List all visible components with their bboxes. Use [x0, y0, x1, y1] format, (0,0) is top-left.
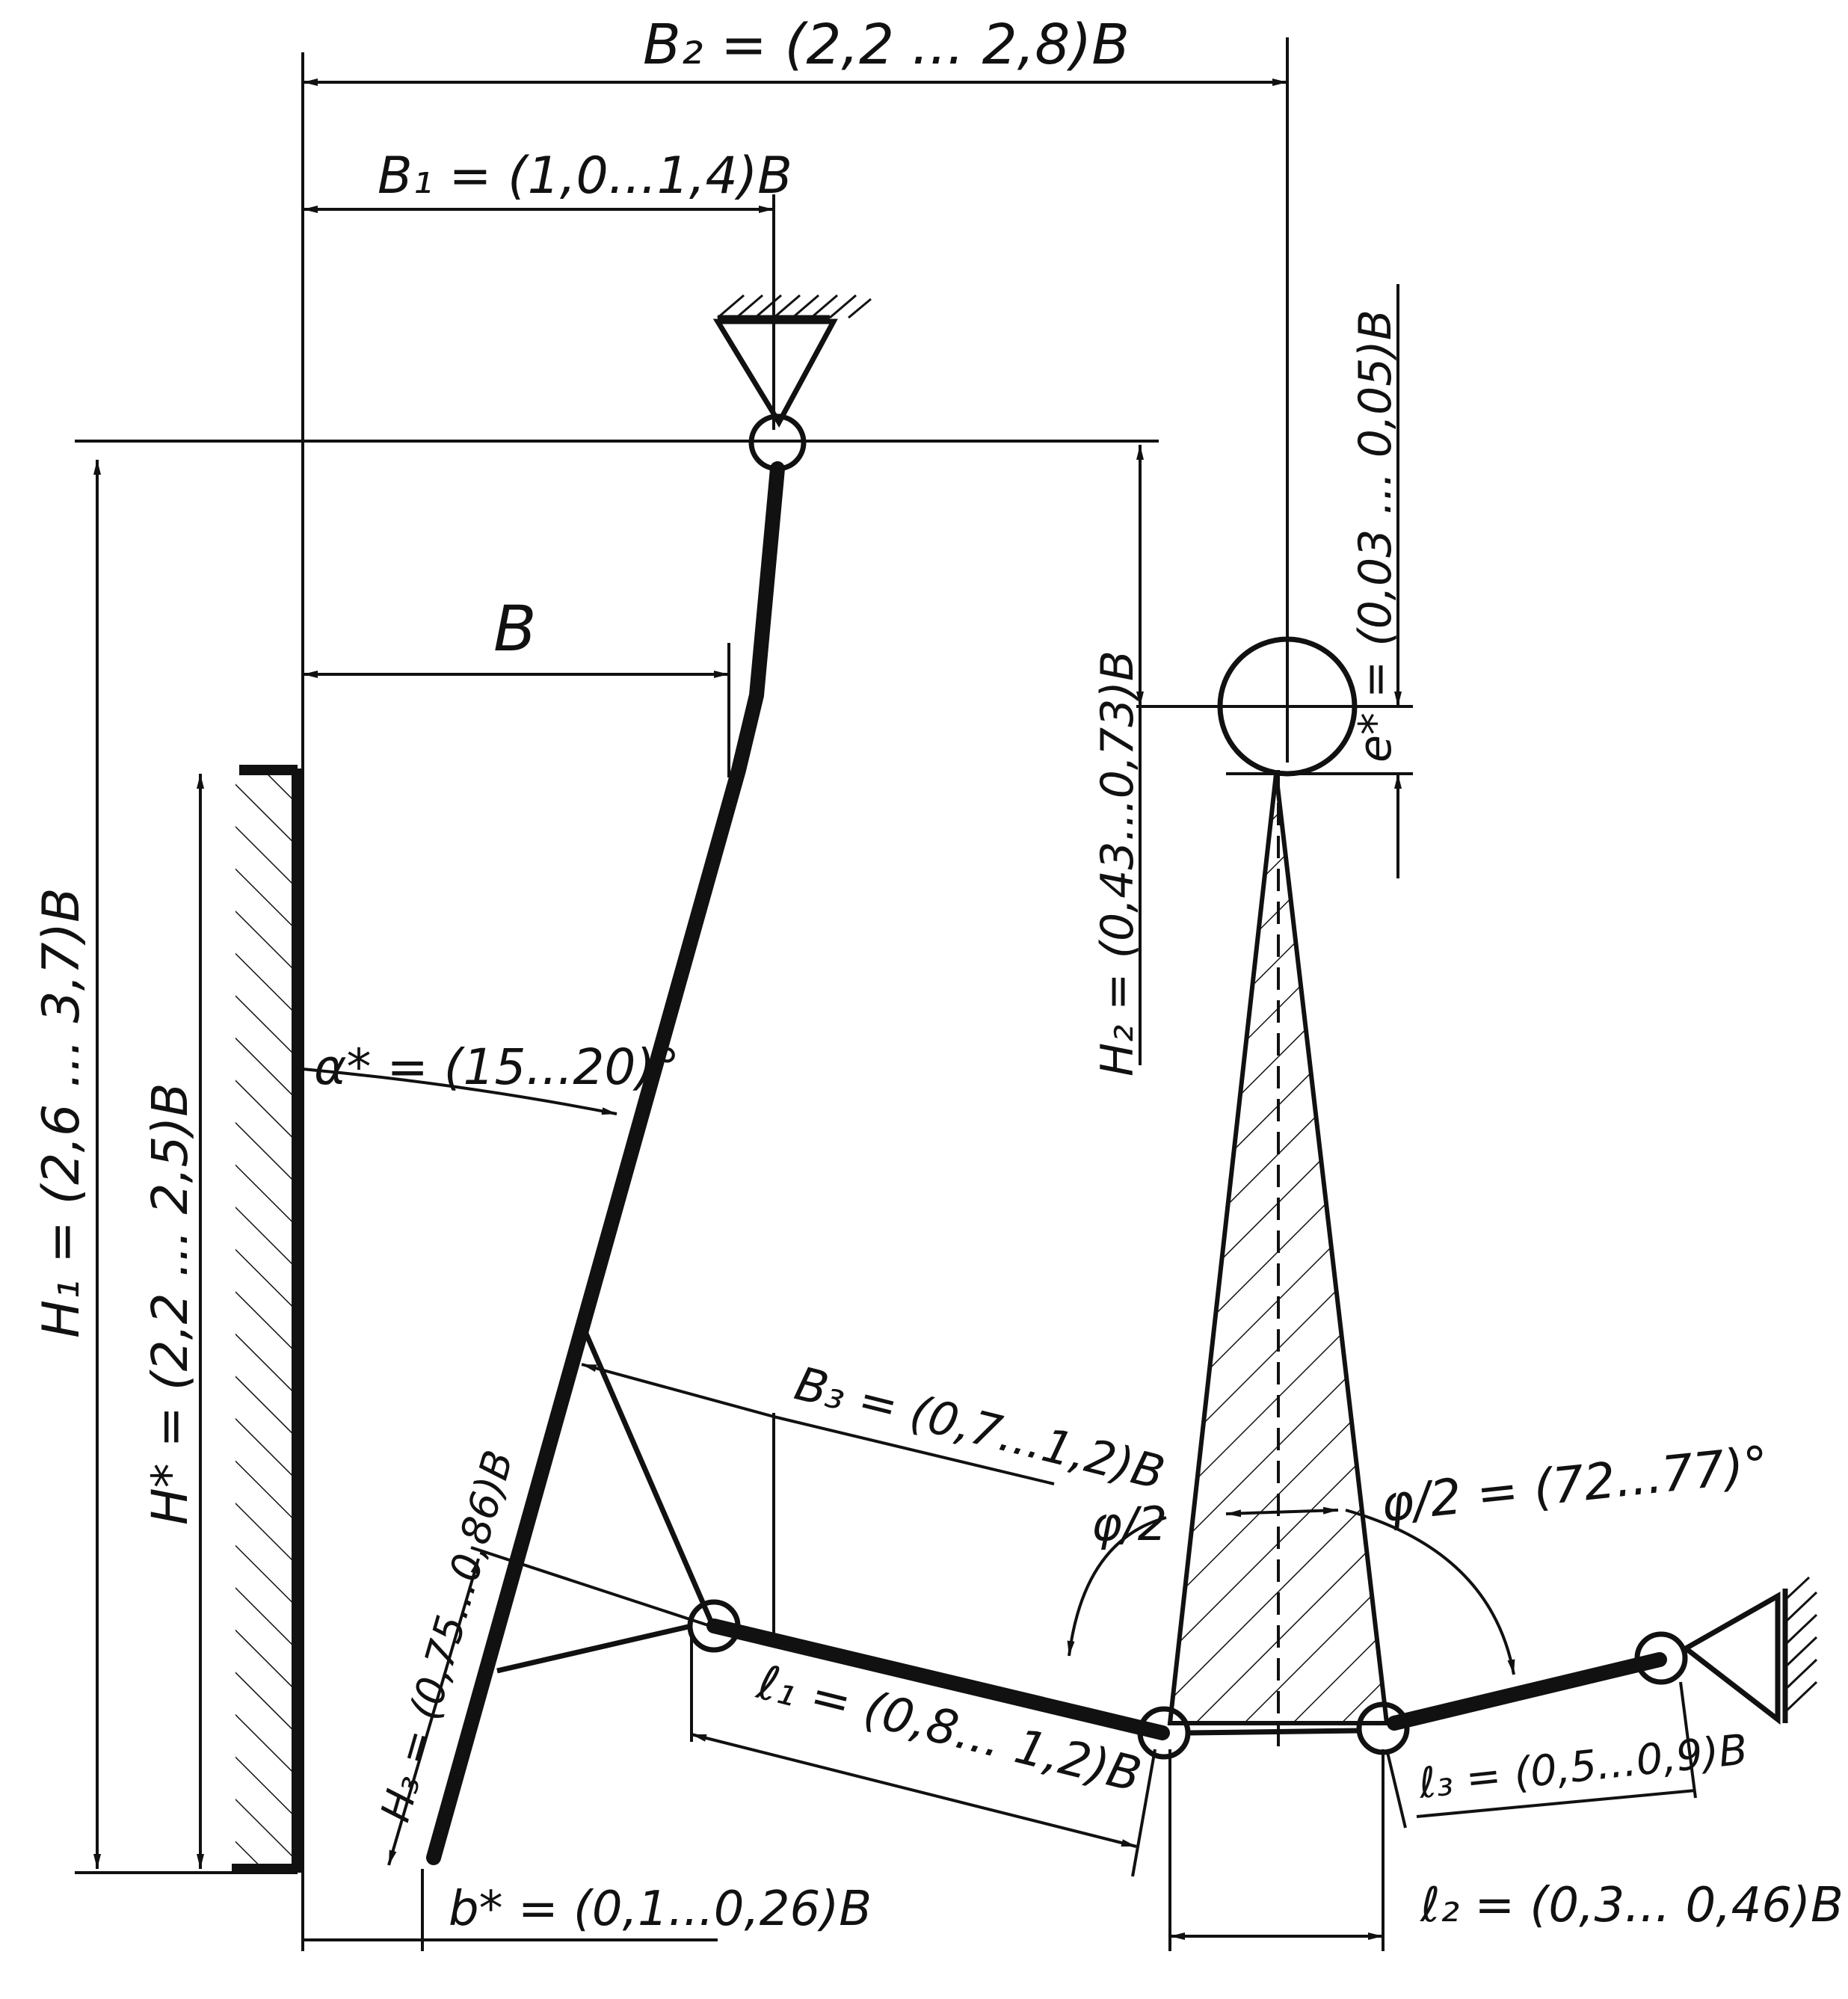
dim-l3-ext-right — [1679, 1681, 1697, 1799]
label-b2: B₂ = (2,2 ... 2,8)B — [643, 13, 1130, 77]
jaw-brace-upper — [579, 1322, 717, 1630]
left-wall-hatching — [235, 770, 295, 1873]
reference-lines — [75, 37, 1413, 1951]
dim-h3-ext — [470, 1546, 711, 1627]
label-phi-half: φ/2 = (72...77)° — [1379, 1435, 1772, 1533]
dim-b3-underline — [773, 1415, 1055, 1485]
label-e-star: e* = (0,03 ... 0,05)B — [1349, 309, 1402, 763]
label-l2: ℓ₂ = (0,3... 0,46)B — [1420, 1878, 1844, 1933]
dim-phi-top-arc — [1225, 1506, 1339, 1518]
label-alpha-star: α* = (15...20)° — [314, 1038, 680, 1096]
right-support-triangle — [1681, 1591, 1781, 1725]
dimension-lines — [93, 78, 1697, 1951]
label-b-star: b* = (0,1...0,26)B — [449, 1882, 872, 1937]
joint-a — [687, 1599, 741, 1653]
dim-l1 — [691, 1733, 1137, 1848]
label-h2: H₂ = (0,43...0,73)B — [1091, 650, 1144, 1076]
dim-l3 — [1416, 1789, 1696, 1818]
dim-l1-ext-right — [1131, 1749, 1156, 1877]
swing-jaw — [426, 461, 785, 1865]
dim-phi-left-arc — [1067, 1516, 1167, 1657]
dim-phi-right-arc — [1345, 1509, 1515, 1675]
link-l3 — [1387, 1652, 1667, 1731]
label-b: B — [493, 592, 537, 665]
dim-b3 — [581, 1363, 774, 1418]
jaw-brace-lower — [496, 1623, 692, 1674]
dim-l3-ext-left — [1385, 1749, 1407, 1829]
label-h-star: H* = (2,2 ... 2,5)B — [141, 1083, 199, 1526]
roller-assembly — [1167, 636, 1390, 1725]
left-wall — [232, 765, 304, 1874]
top-pivot-support — [712, 294, 872, 472]
link-l2 — [1188, 1728, 1361, 1736]
top-support-hatching — [717, 294, 872, 319]
label-b3: B₃ = (0,7...1,2)B — [789, 1356, 1170, 1500]
label-l3: ℓ₃ = (0,5...0,9)B — [1416, 1725, 1750, 1808]
dim-h3 — [387, 1558, 480, 1866]
link-l1 — [706, 1618, 1170, 1740]
roller — [1217, 636, 1358, 777]
dim-alpha-star-arc — [302, 1068, 617, 1115]
right-support — [1681, 1576, 1818, 1725]
label-h1: H₁ = (2,6 ... 3,7)B — [32, 887, 91, 1338]
top-support-triangle — [712, 318, 838, 428]
right-support-hatching — [1784, 1576, 1818, 1713]
swing-jaw-link — [426, 461, 785, 1865]
hatched-triangle — [1167, 773, 1390, 1725]
label-phi-half-left: φ/2 — [1091, 1497, 1167, 1551]
label-b1: B₁ = (1,0...1,4)B — [378, 147, 792, 206]
joint-b — [1137, 1706, 1191, 1760]
joint-d — [1634, 1631, 1688, 1685]
